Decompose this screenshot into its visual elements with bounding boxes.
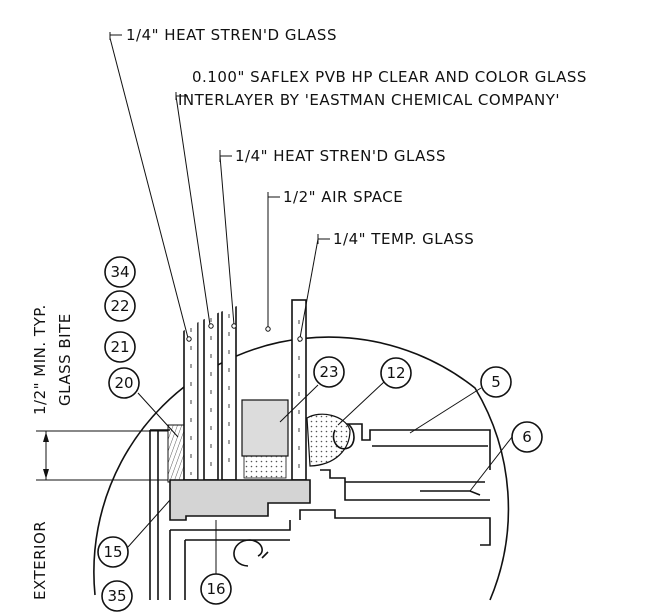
callout-interlayer-line2: INTERLAYER BY 'EASTMAN CHEMICAL COMPANY' (178, 91, 560, 109)
label-glass-bite: GLASS BITE (56, 313, 74, 406)
svg-text:16: 16 (206, 580, 225, 598)
leader-dots (186, 323, 303, 342)
interior-sealant (306, 413, 351, 467)
interior-frame (169, 423, 491, 600)
bubble-34: 34 (104, 256, 136, 288)
bubble-23: 23 (313, 356, 345, 388)
bubble-21: 21 (104, 331, 136, 363)
svg-text:6: 6 (522, 428, 532, 446)
bubble-16: 16 (200, 573, 232, 605)
bubble-22: 22 (104, 290, 136, 322)
bubble-35: 35 (101, 580, 133, 612)
exterior-gasket (167, 424, 185, 483)
bubble-12: 12 (380, 357, 412, 389)
svg-text:23: 23 (319, 363, 338, 381)
exterior-frame (149, 429, 170, 600)
svg-text:12: 12 (386, 364, 405, 382)
detail-circle-boundary (93, 336, 510, 601)
bubble-20: 20 (108, 367, 140, 399)
svg-text:21: 21 (110, 338, 129, 356)
callout-leaders (109, 32, 513, 575)
callout-temp-glass: 1/4" TEMP. GLASS (333, 230, 474, 248)
svg-text:20: 20 (114, 374, 133, 392)
label-min-typ: 1/2" MIN. TYP. (31, 304, 49, 415)
svg-text:5: 5 (491, 373, 501, 391)
bubble-6: 6 (511, 421, 543, 453)
callout-glass-inner: 1/4" HEAT STREN'D GLASS (235, 147, 446, 165)
callout-air-space: 1/2" AIR SPACE (283, 188, 403, 206)
svg-text:15: 15 (103, 543, 122, 561)
svg-text:34: 34 (110, 263, 129, 281)
svg-text:22: 22 (110, 297, 129, 315)
glass-bite-dimension (36, 430, 168, 481)
bubble-15: 15 (97, 536, 129, 568)
callout-glass-outer: 1/4" HEAT STREN'D GLASS (126, 26, 337, 44)
callout-interlayer-line1: 0.100" SAFLEX PVB HP CLEAR AND COLOR GLA… (192, 68, 587, 86)
svg-text:35: 35 (107, 587, 126, 605)
label-exterior: EXTERIOR (31, 521, 49, 600)
glass-lites (183, 299, 307, 481)
bubble-5: 5 (480, 366, 512, 398)
setting-block (169, 479, 311, 521)
